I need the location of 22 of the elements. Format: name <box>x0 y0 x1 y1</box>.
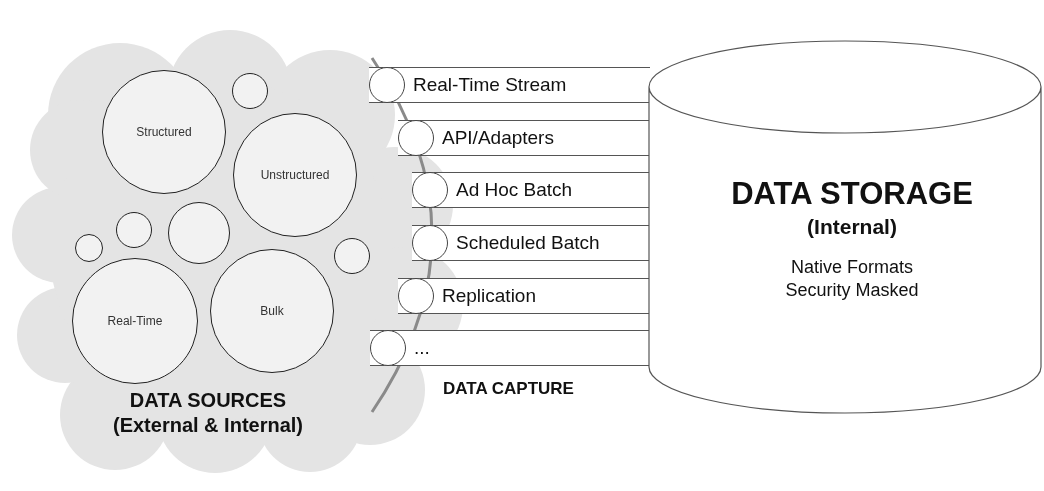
pipe-band <box>398 120 650 156</box>
circle-label: Real-Time <box>107 314 163 328</box>
section-caption: DATA CAPTURE <box>443 379 574 399</box>
pipe-label: API/Adapters <box>442 127 554 149</box>
pipe-label: Ad Hoc Batch <box>456 179 573 201</box>
circle-label: Unstructured <box>260 168 330 182</box>
pipe-band <box>370 330 650 366</box>
circle-label: Structured <box>136 125 192 139</box>
circle-label: Bulk <box>260 304 284 318</box>
pipe-label: Replication <box>442 285 536 307</box>
cloud-heading: DATA SOURCES <box>129 388 287 413</box>
storage-description: Native Formats Security Masked <box>784 256 920 303</box>
storage-subtitle: (Internal) <box>807 213 897 240</box>
storage-title: DATA STORAGE <box>731 175 973 213</box>
pipe-band <box>412 172 650 208</box>
pipe-band <box>412 225 650 261</box>
pipe-band <box>398 278 650 314</box>
pipe-label: Real-Time Stream <box>413 74 567 96</box>
pipe-label: Scheduled Batch <box>456 232 600 254</box>
cloud-subheading: (External & Internal) <box>112 413 303 438</box>
pipe-band <box>369 67 650 103</box>
pipe-label: ... <box>414 337 430 359</box>
